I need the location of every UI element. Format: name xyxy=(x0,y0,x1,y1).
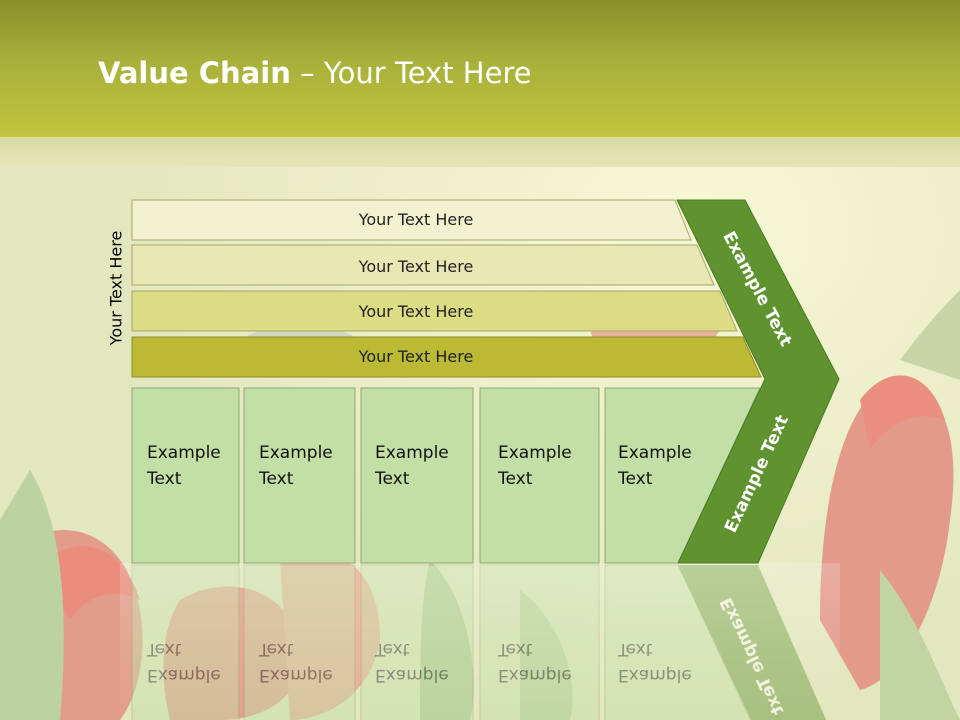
box-2-line2: Text xyxy=(258,469,294,489)
bar-4-label: Your Text Here xyxy=(358,347,474,366)
box-1-line1: Example xyxy=(147,443,221,463)
reflection-fade xyxy=(120,563,840,720)
box-4 xyxy=(479,387,600,564)
box-3-line1: Example xyxy=(375,443,449,463)
box-5-line1: Example xyxy=(618,443,692,463)
box-3 xyxy=(360,387,474,564)
chevron-arrow xyxy=(676,199,840,564)
box-4-line2: Text xyxy=(497,469,533,489)
box-2 xyxy=(243,387,356,564)
bar-3 xyxy=(131,290,738,332)
bar-3-label: Your Text Here xyxy=(358,302,474,321)
slide-title: Value Chain – Your Text Here xyxy=(98,56,532,90)
bar-2 xyxy=(131,244,715,286)
header-bar xyxy=(0,0,960,137)
box-1 xyxy=(131,387,240,564)
box-5-line2: Text xyxy=(617,469,653,489)
bar-1 xyxy=(131,199,692,241)
bar-4 xyxy=(131,336,762,378)
slide-title-rest: – Your Text Here xyxy=(290,56,532,90)
box-4-line1: Example xyxy=(498,443,572,463)
header-band xyxy=(0,137,960,167)
bar-1-label: Your Text Here xyxy=(358,210,474,229)
bar-2-label: Your Text Here xyxy=(358,257,474,276)
box-3-line2: Text xyxy=(374,469,410,489)
slide-title-bold: Value Chain xyxy=(98,56,291,90)
box-1-line2: Text xyxy=(146,469,182,489)
box-2-line1: Example xyxy=(259,443,333,463)
